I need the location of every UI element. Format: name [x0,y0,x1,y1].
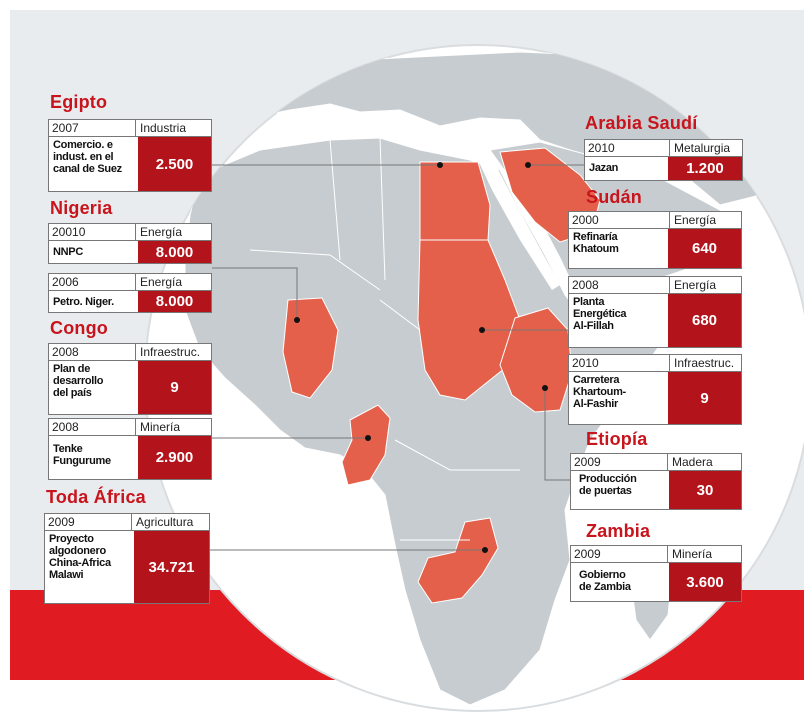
card-amount: 2.900 [138,436,211,479]
project-card-egipto-1: 2007 Industria Comercio. e indust. en el… [48,119,212,192]
region-title-arabia-saudi: Arabia Saudí [585,113,698,133]
region-title-sudan: Sudán [586,187,643,207]
card-year: 20010 [52,225,86,239]
region-title-toda-africa: Toda África [46,487,146,507]
country-sudan [417,239,521,401]
card-amount: 30 [669,471,741,509]
card-year: 2000 [572,213,599,227]
card-header: 2008 Infraestruc. [49,344,211,361]
project-card-arabia-saudi-1: 2010 Metalurgia Jazan 1.200 [584,139,743,181]
project-card-sudan-3: 2010 Infraestruc. Carretera Khartoum- Al… [568,354,742,425]
card-project-name: Tenke Fungurume [53,443,111,467]
card-header: 2008 Energía [569,277,741,294]
card-year: 2009 [48,515,75,529]
card-header: 2007 Industria [49,120,211,137]
card-amount: 1.200 [668,157,742,180]
card-project-name: Planta Energética Al-Fillah [573,296,627,332]
card-project-name: Gobierno de Zambia [579,569,631,593]
country-borders [249,137,520,541]
project-card-nigeria-2: 2006 Energía Petro. Niger. 8.000 [48,273,212,313]
card-header: 2008 Minería [49,419,211,436]
project-card-zambia-1: 2009 Minería Gobierno de Zambia 3.600 [570,545,742,602]
project-card-sudan-2: 2008 Energía Planta Energética Al-Fillah… [568,276,742,348]
card-amount: 9 [138,361,211,414]
land-north [149,51,804,206]
card-sector: Minería [135,419,211,435]
project-card-etiopia-1: 2009 Madera Producción de puertas 30 [570,453,742,510]
card-year: 2008 [52,345,79,359]
card-amount: 9 [668,372,741,424]
card-header: 2010 Metalurgia [585,140,742,157]
card-sector: Minería [667,546,741,562]
red-sea [478,158,560,290]
card-sector: Infraestruc. [669,355,741,371]
card-project-name: Plan de desarrollo del país [53,363,104,399]
region-title-nigeria: Nigeria [50,198,113,218]
card-year: 2006 [52,275,79,289]
card-year: 2009 [574,455,601,469]
region-title-etiopia: Etiopía [586,429,648,449]
card-sector: Energía [135,224,211,240]
card-header: 2009 Madera [571,454,741,471]
card-header: 2010 Infraestruc. [569,355,741,372]
country-ethiopia [499,307,573,413]
card-project-name: Comercio. e indust. en el canal de Suez [53,139,122,175]
card-year: 2008 [52,420,79,434]
card-amount: 8.000 [138,241,211,263]
project-card-toda-africa-1: 2009 Agricultura Proyecto algodonero Chi… [44,513,210,604]
card-sector: Energía [669,277,741,293]
card-sector: Agricultura [131,514,209,530]
country-nigeria [282,297,339,399]
card-amount: 3.600 [669,563,741,601]
card-header: 2006 Energía [49,274,211,291]
card-sector: Madera [667,454,741,470]
card-year: 2007 [52,121,79,135]
card-year: 2008 [572,278,599,292]
card-sector: Energía [135,274,211,290]
region-title-congo: Congo [50,318,108,338]
card-project-name: Proyecto algodonero China-Africa Malawi [49,533,111,581]
card-header: 2000 Energía [569,212,741,229]
country-egypt [419,161,491,241]
card-amount: 640 [668,229,741,268]
card-sector: Industria [135,120,211,136]
card-project-name: NNPC [53,246,83,258]
card-project-name: Jazan [589,162,619,174]
card-project-name: Producción de puertas [579,473,637,497]
project-card-congo-1: 2008 Infraestruc. Plan de desarrollo del… [48,343,212,415]
card-header: 2009 Minería [571,546,741,563]
land-africa [184,137,661,706]
card-sector: Metalurgia [669,140,742,156]
project-card-congo-2: 2008 Minería Tenke Fungurume 2.900 [48,418,212,480]
region-title-egipto: Egipto [50,92,108,112]
card-header: 20010 Energía [49,224,211,241]
country-zambia [417,517,499,604]
card-year: 2009 [574,547,601,561]
project-card-nigeria-1: 20010 Energía NNPC 8.000 [48,223,212,264]
card-year: 2010 [572,356,599,370]
region-title-zambia: Zambia [586,521,651,541]
card-amount: 34.721 [134,531,209,603]
card-project-name: Carretera Khartoum- Al-Fashir [573,374,626,410]
marker-dots [294,162,548,553]
card-project-name: Petro. Niger. [53,296,114,308]
card-project-name: Refinaría Khatoum [573,231,619,255]
card-amount: 2.500 [138,137,211,191]
card-sector: Energía [669,212,741,228]
country-congo [341,404,391,486]
card-amount: 680 [668,294,741,347]
connector-lines [210,164,585,551]
project-card-sudan-1: 2000 Energía Refinaría Khatoum 640 [568,211,742,269]
card-sector: Infraestruc. [135,344,211,360]
card-year: 2010 [588,141,615,155]
card-header: 2009 Agricultura [45,514,209,531]
card-amount: 8.000 [138,291,211,312]
